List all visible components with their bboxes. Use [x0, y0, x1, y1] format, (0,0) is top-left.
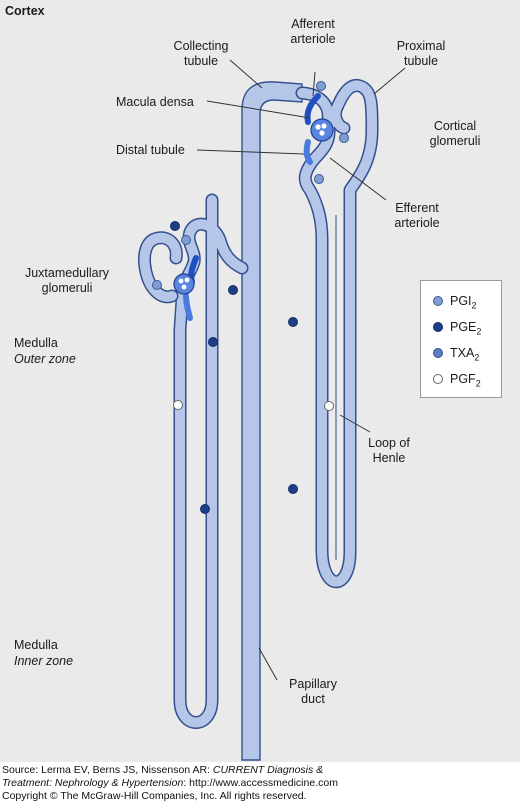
legend-item-pgf2: PGF2	[433, 371, 481, 389]
legend: PGI2 PGE2 TXA2 PGF2	[420, 280, 502, 398]
label-proximal-tubule: Proximal tubule	[396, 39, 446, 68]
pgi2-swatch-icon	[433, 296, 443, 306]
collecting-duct	[241, 81, 303, 761]
leader-loop-of-henle	[339, 414, 371, 433]
juxtamedullary-glomerulus-cap1	[178, 278, 184, 284]
source-prefix: Source: Lerma EV, Berns JS, Nissenson AR…	[2, 764, 213, 776]
legend-label-txa2: TXA	[450, 346, 475, 360]
legend-label-pgi2: PGI	[450, 294, 472, 308]
juxtamedullary-efferent-arteriole	[183, 293, 193, 321]
book-title-part-2: Treatment: Nephrology & Hypertension	[2, 777, 184, 789]
pgi2-dot	[339, 133, 349, 143]
copyright-line: Copyright © The McGraw-Hill Companies, I…	[2, 790, 307, 802]
pgf2-swatch-icon	[433, 374, 443, 384]
book-title-part-1: CURRENT Diagnosis &	[212, 764, 324, 776]
source-url: : http://www.accessmedicine.com	[183, 777, 338, 789]
leader-papillary-duct	[258, 647, 278, 681]
pge2-dot	[170, 221, 180, 231]
cortical-glomerulus-cap3	[319, 130, 325, 136]
juxtamedullary-glomerulus	[173, 273, 195, 295]
pge2-dot	[208, 337, 218, 347]
juxtamedullary-bowman-lumen	[139, 232, 182, 302]
label-distal-tubule: Distal tubule	[116, 143, 185, 157]
pge2-dot	[200, 504, 210, 514]
nephron-diagram	[138, 59, 406, 761]
legend-sub-pge2: 2	[476, 326, 482, 337]
label-cortex: Cortex	[5, 4, 45, 18]
source-line-2: Treatment: Nephrology & Hypertension: ht…	[2, 777, 520, 790]
legend-item-pge2: PGE2	[433, 319, 482, 337]
leader-macula-densa	[206, 100, 311, 119]
txa2-swatch-icon	[433, 348, 443, 358]
label-collecting-tubule: Collecting tubule	[173, 39, 229, 68]
label-outer-zone: Outer zone	[14, 352, 76, 366]
pge2-dot	[288, 484, 298, 494]
pgi2-dot	[152, 280, 162, 290]
legend-sub-pgi2: 2	[471, 300, 477, 311]
legend-label-pgf2: PGF	[450, 372, 476, 386]
legend-item-txa2: TXA2	[433, 345, 480, 363]
pgf2-dot	[173, 400, 183, 410]
label-papillary-duct: Papillary duct	[289, 677, 337, 706]
cortical-glomerulus	[310, 118, 334, 142]
legend-label-pge2: PGE	[450, 320, 477, 334]
label-afferent-arteriole: Afferent arteriole	[290, 17, 336, 46]
label-medulla-inner: Medulla	[14, 638, 58, 652]
pge2-swatch-icon	[433, 322, 443, 332]
pge2-dot	[228, 285, 238, 295]
label-efferent-arteriole: Efferent arteriole	[394, 201, 440, 230]
cortical-nephron-lumen	[297, 80, 377, 587]
leader-distal-tubule	[196, 149, 305, 155]
label-loop-of-henle: Loop of Henle	[368, 436, 410, 465]
label-juxtamedullary-glomeruli: Juxtamedullary glomeruli	[24, 266, 110, 295]
cortical-glomerulus-cap1	[315, 124, 321, 130]
juxtamedullary-glomerulus-cap3	[181, 284, 187, 290]
diagram-panel: Cortex Afferent arteriole Collecting tub…	[0, 0, 520, 762]
cortical-afferent-arteriole	[304, 93, 321, 125]
legend-sub-pgf2: 2	[475, 378, 481, 389]
juxtamedullary-glomerulus-cap2	[184, 277, 190, 283]
footer: Source: Lerma EV, Berns JS, Nissenson AR…	[0, 764, 520, 810]
cortical-glomerulus-cap2	[321, 123, 327, 129]
pgi2-dot	[316, 81, 326, 91]
label-medulla-outer: Medulla	[14, 336, 58, 350]
leader-collecting-tubule	[229, 59, 263, 89]
pge2-dot	[288, 317, 298, 327]
leader-proximal-tubule	[373, 67, 406, 95]
leader-afferent-arteriole	[312, 71, 316, 97]
pgf2-dot	[324, 401, 334, 411]
cortical-efferent-arteriole	[303, 139, 313, 165]
label-cortical-glomeruli: Cortical glomeruli	[429, 119, 481, 148]
source-line-1: Source: Lerma EV, Berns JS, Nissenson AR…	[2, 764, 520, 777]
pgi2-dot	[314, 174, 324, 184]
legend-sub-txa2: 2	[474, 352, 480, 363]
pgi2-dot	[181, 235, 191, 245]
leader-efferent-arteriole	[329, 157, 387, 201]
label-inner-zone: Inner zone	[14, 654, 74, 668]
label-macula-densa: Macula densa	[116, 95, 194, 109]
legend-item-pgi2: PGI2	[433, 293, 477, 311]
